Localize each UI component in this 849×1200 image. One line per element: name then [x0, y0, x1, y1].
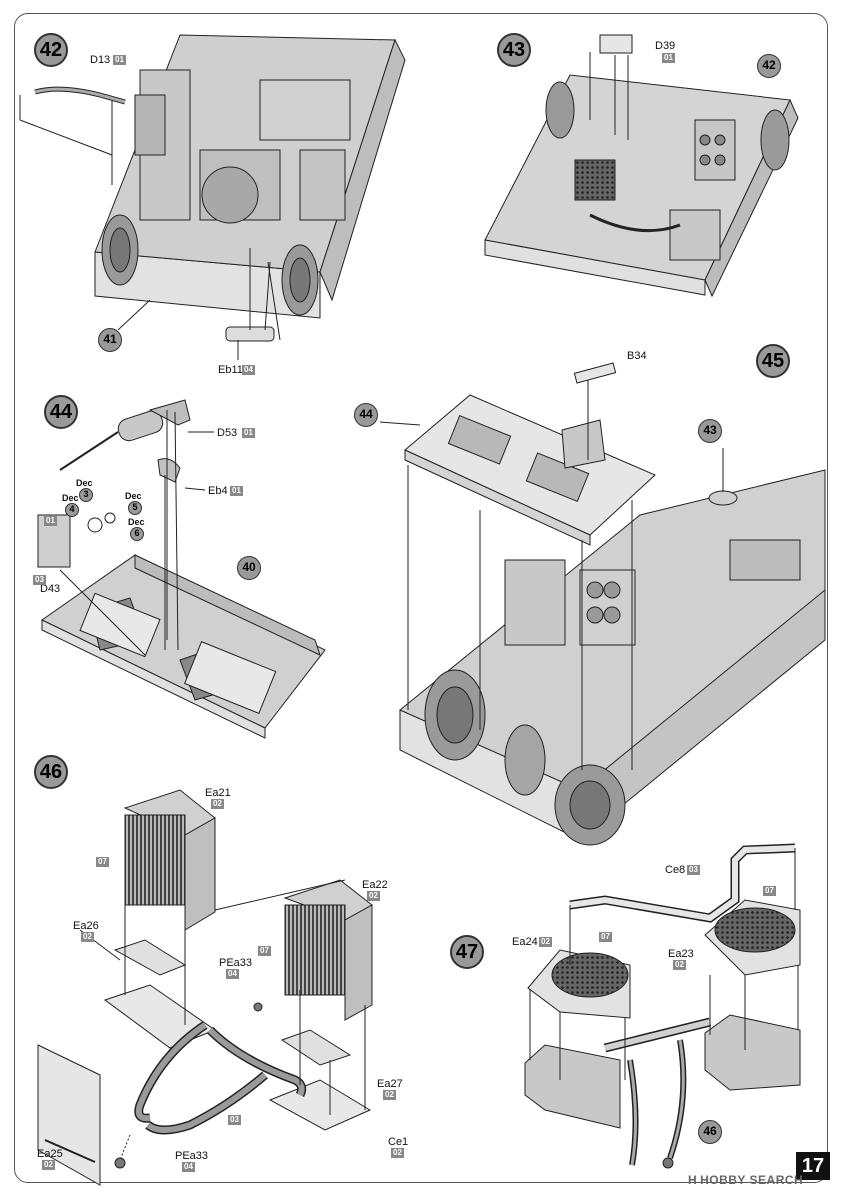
sprue-tag-pea33-bottom: 04	[182, 1162, 195, 1172]
decal-label-5: Dec	[125, 491, 142, 501]
watermark-text: H HOBBY SEARCH	[688, 1173, 804, 1187]
step-number-44: 44	[44, 395, 78, 429]
step-number-46: 46	[34, 755, 68, 789]
step-number-47: 47	[450, 935, 484, 969]
sprue-tag-eb4: 01	[230, 486, 243, 496]
part-label-pea33-top: PEa33	[219, 957, 253, 969]
part-label-ea24: Ea24	[512, 936, 538, 948]
step-number-42: 42	[34, 33, 68, 67]
part-label-ea23: Ea23	[668, 948, 694, 960]
decal-number-5: 5	[128, 501, 142, 515]
step43-drawing	[484, 34, 799, 298]
part-label-pea33-bottom: PEa33	[175, 1150, 209, 1162]
color-tag-07-b: 07	[258, 946, 271, 956]
step44-drawing	[37, 399, 326, 739]
decal-label-3: Dec	[76, 478, 93, 488]
decal-number-6: 6	[130, 527, 144, 541]
sprue-tag-ea26: 02	[81, 932, 94, 942]
sprue-tag-d53: 01	[242, 428, 255, 438]
part-label-b34: B34	[627, 350, 647, 362]
step-number-45: 45	[756, 344, 790, 378]
part-label-ea22: Ea22	[362, 879, 388, 891]
part-label-eb4: Eb4	[208, 485, 228, 497]
ref-step-41: 41	[98, 328, 122, 352]
ref-step-40: 40	[237, 556, 261, 580]
decal-number-3: 3	[79, 488, 93, 502]
ref-step-43: 43	[698, 419, 722, 443]
sprue-tag-pea33-top: 04	[226, 969, 239, 979]
step42-drawing	[19, 34, 406, 360]
step-number-43: 43	[497, 33, 531, 67]
sprue-tag-d13: 01	[113, 55, 126, 65]
sprue-tag-eb11: 04	[242, 365, 255, 375]
part-label-eb11: Eb11	[218, 364, 243, 376]
step47-drawing	[524, 843, 801, 1169]
page-frame	[14, 13, 828, 1183]
color-tag-07-a: 07	[96, 857, 109, 867]
part-label-ea27: Ea27	[377, 1078, 403, 1090]
sprue-tag-ce1: 02	[391, 1148, 404, 1158]
sprue-tag-ea24: 02	[539, 937, 552, 947]
part-label-d39: D39	[655, 40, 676, 52]
color-tag-07-d: 07	[599, 932, 612, 942]
decal-label-4: Dec	[62, 493, 79, 503]
part-label-ea25: Ea25	[37, 1148, 63, 1160]
sprue-tag-ea27: 02	[383, 1090, 396, 1100]
sprue-tag-ea21: 02	[211, 799, 224, 809]
sprue-tag-ea22: 02	[367, 891, 380, 901]
page-number: 17	[796, 1152, 830, 1180]
decal-label-6: Dec	[128, 517, 145, 527]
sprue-tag-ce8: 03	[687, 865, 700, 875]
part-label-d13: D13	[90, 54, 111, 66]
ref-step-44: 44	[354, 403, 378, 427]
ref-step-46: 46	[698, 1120, 722, 1144]
step46-drawing	[37, 789, 373, 1186]
sprue-tag-ea25: 02	[42, 1160, 55, 1170]
step45-drawing	[379, 362, 826, 846]
sprue-tag-d39: 01	[662, 53, 675, 63]
part-label-ea21: Ea21	[205, 787, 231, 799]
ref-step-42: 42	[757, 54, 781, 78]
sprue-tag-d43-b: 03	[33, 575, 46, 585]
part-label-d53: D53	[217, 427, 238, 439]
part-label-ce8: Ce8	[665, 864, 686, 876]
color-tag-07-c: 07	[763, 886, 776, 896]
decal-number-4: 4	[65, 503, 79, 517]
part-label-d43: D43	[40, 583, 61, 595]
part-label-ea26: Ea26	[73, 920, 99, 932]
sprue-tag-d43-a: 01	[44, 516, 57, 526]
sprue-tag-ea23: 02	[673, 960, 686, 970]
color-tag-03: 03	[228, 1115, 241, 1125]
part-label-ce1: Ce1	[388, 1136, 409, 1148]
